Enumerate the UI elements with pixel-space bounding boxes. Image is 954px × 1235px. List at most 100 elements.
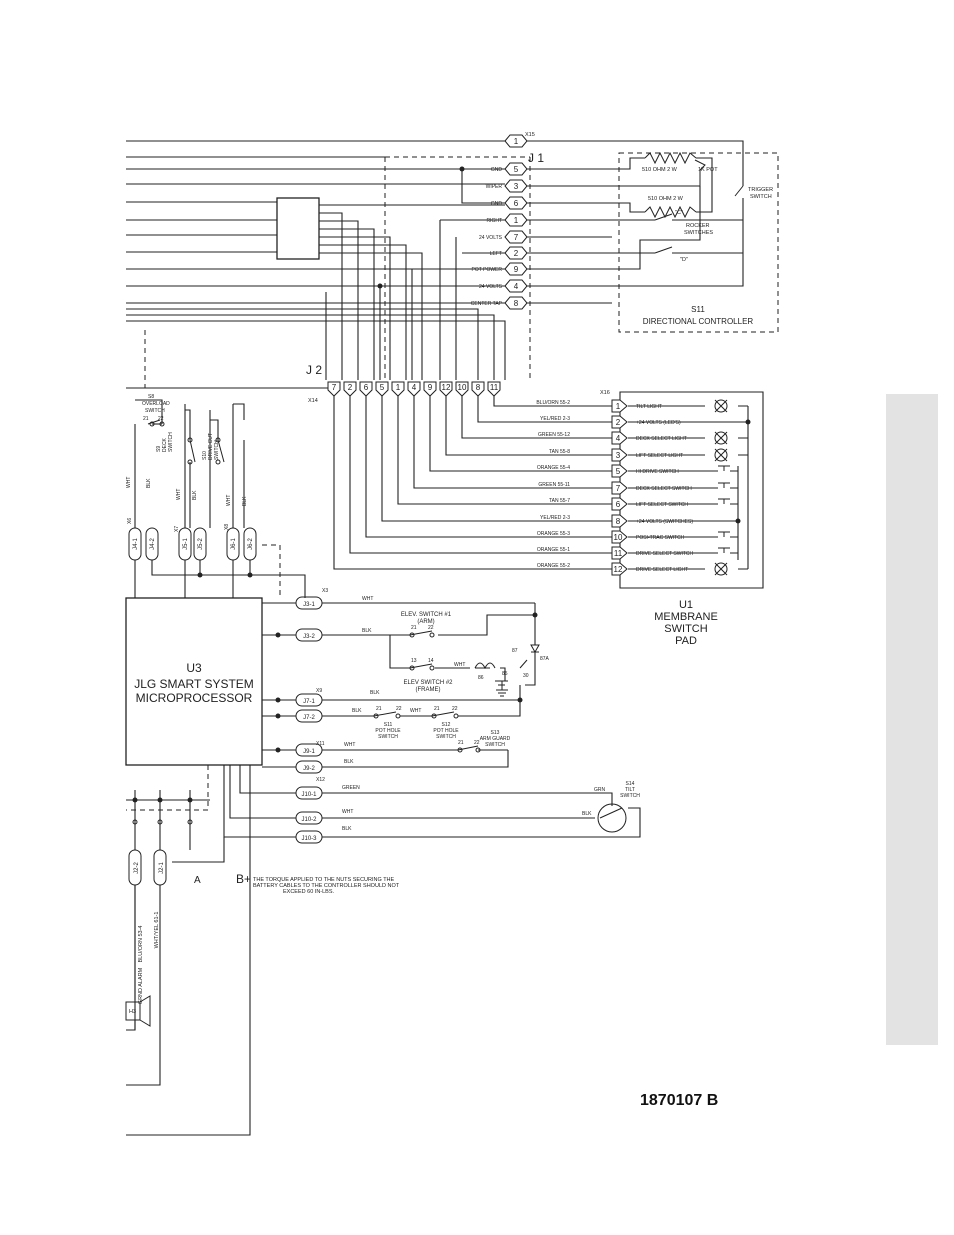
pot-label: 1K POT <box>698 167 718 173</box>
x11-label: X11 <box>316 741 325 747</box>
harness-plug-label: J6-2 <box>248 538 254 550</box>
j1-pin-shape <box>504 213 528 227</box>
torque-note-2: BATTERY CABLES TO THE CONTROLLER SHOULD … <box>253 883 400 889</box>
membrane-function-label: +24 VOLTS (LED'S) <box>636 420 681 426</box>
j2-connector-ref: X14 <box>308 398 318 404</box>
membrane-title-3: SWITCH <box>664 623 707 635</box>
label-a: A <box>194 875 201 886</box>
j7-2-plug <box>295 709 323 723</box>
elev1-t21: 21 <box>411 625 417 631</box>
j9-1-plug <box>295 743 323 757</box>
j10-2-label: J10-2 <box>301 817 317 823</box>
j1-signal-label: GND <box>491 167 503 173</box>
torque-note-1: THE TORQUE APPLIED TO THE NUTS SECURING … <box>253 877 395 883</box>
j1-pin-shape <box>504 230 528 244</box>
elev1-sub: (ARM) <box>417 619 434 625</box>
membrane-function-label: DECK SELECT SWITCH <box>636 486 692 492</box>
membrane-title-1: U1 <box>679 599 693 611</box>
s9-label-2: SWITCH <box>168 432 174 452</box>
s12-t21: 21 <box>434 706 440 712</box>
resistor-1-label: 510 OHM 2 W <box>642 167 678 173</box>
h3-label: H3 <box>129 1009 136 1015</box>
harness-plug-shape <box>226 527 240 561</box>
membrane-wire-label: BLU/ORN 55-2 <box>536 400 570 406</box>
torque-note-3: EXCEED 60 IN-LBS. <box>283 889 335 895</box>
elev2-t14: 14 <box>428 658 434 664</box>
j1-pin-number: 9 <box>514 265 519 274</box>
trigger-label-1: TRIGGER <box>748 187 773 193</box>
x3-label: X3 <box>322 588 328 594</box>
u3-title: JLG SMART SYSTEM <box>134 677 254 691</box>
j2-pin-shape <box>407 381 421 397</box>
harness-plug-shape <box>193 527 207 561</box>
j2-pin-number: 7 <box>332 383 337 392</box>
wire-pothole: WHT <box>410 708 421 714</box>
j9-2-label: J9-2 <box>303 766 315 772</box>
j2-pin-number: 8 <box>476 383 481 392</box>
j1-pin-number: 3 <box>514 182 519 191</box>
j9-1-label: J9-1 <box>303 749 315 755</box>
s12-pothole-1: POT HOLE <box>433 728 459 734</box>
membrane-pin-shape <box>611 562 628 576</box>
membrane-pin-number: 5 <box>616 467 621 476</box>
membrane-wire-label: TAN 55-7 <box>549 498 570 504</box>
j1-pin-number: 1 <box>514 216 519 225</box>
membrane-wire-label: ORANGE 55-3 <box>537 531 570 537</box>
x7-label: X7 <box>174 526 180 532</box>
membrane-wire-label: GREEN 55-11 <box>538 482 570 488</box>
j2-pin-number: 9 <box>428 383 433 392</box>
j1-pin-shape <box>504 179 528 193</box>
document-number: 1870107 B <box>640 1092 719 1109</box>
membrane-pin-number: 8 <box>616 517 621 526</box>
j2-pin-shape <box>391 381 405 397</box>
j2-1-label: J2-1 <box>159 862 165 874</box>
j3-1-plug <box>295 596 323 610</box>
j1-pin-number: 4 <box>514 282 519 291</box>
harness-plug-shape <box>128 527 142 561</box>
s13-t21: 21 <box>458 740 464 746</box>
membrane-connector-ref: X16 <box>600 390 610 396</box>
membrane-pin-number: 10 <box>614 533 623 542</box>
membrane-pin-number: 7 <box>616 484 621 493</box>
j1-pin-shape <box>504 196 528 210</box>
u3-subtitle: MICROPROCESSOR <box>136 691 253 705</box>
j2-pin-number: 5 <box>380 383 385 392</box>
wire-label-wht-1: WHT <box>126 477 132 488</box>
wire-label-blk-2: BLK <box>192 490 198 500</box>
wire-j7-2: BLK <box>352 708 362 714</box>
membrane-pin-shape <box>611 481 628 495</box>
j1-signal-label: POT POWER <box>472 267 503 273</box>
j2-pin-shape <box>471 381 485 397</box>
j1-pin-number: 8 <box>514 299 519 308</box>
membrane-function-label: LIFT SELECT SWITCH <box>636 502 688 508</box>
harness-plug-label: J5-2 <box>198 538 204 550</box>
membrane-function-label: LIFT SELECT LIGHT <box>636 453 683 459</box>
wire-j10-2: WHT <box>342 809 353 815</box>
relay-85: 85 <box>502 671 508 677</box>
j1-pin-number: 5 <box>514 165 519 174</box>
j2-2-plug <box>128 849 142 886</box>
s9-label-1: DECK <box>162 437 168 452</box>
j1-pin-number: 7 <box>514 233 519 242</box>
elev2-title: ELEV SWITCH #2 <box>403 680 453 686</box>
wire-blk-tilt: BLK <box>582 811 592 817</box>
j1-pin-shape <box>504 279 528 293</box>
rocker-label-2: SWITCHES <box>684 230 713 236</box>
trigger-label-2: SWITCH <box>750 194 772 200</box>
x6-label: X6 <box>127 518 133 524</box>
wire-grn: GRN <box>594 787 606 793</box>
s14-2: SWITCH <box>620 793 640 799</box>
membrane-title-2: MEMBRANE <box>654 611 718 623</box>
j2-pin-number: 12 <box>442 383 451 392</box>
membrane-title-4: PAD <box>675 635 697 647</box>
wire-j7-1: BLK <box>370 690 380 696</box>
membrane-wire-label: YEL/RED 2-3 <box>540 515 570 521</box>
grnd-alarm-label: GRND ALARM <box>138 967 144 1004</box>
j10-3-plug <box>295 830 323 844</box>
membrane-pin-number: 4 <box>616 434 621 443</box>
membrane-pin-shape <box>611 448 628 462</box>
harness-plug-label: J6-1 <box>231 538 237 550</box>
j1-signal-label: LEFT <box>490 251 502 257</box>
